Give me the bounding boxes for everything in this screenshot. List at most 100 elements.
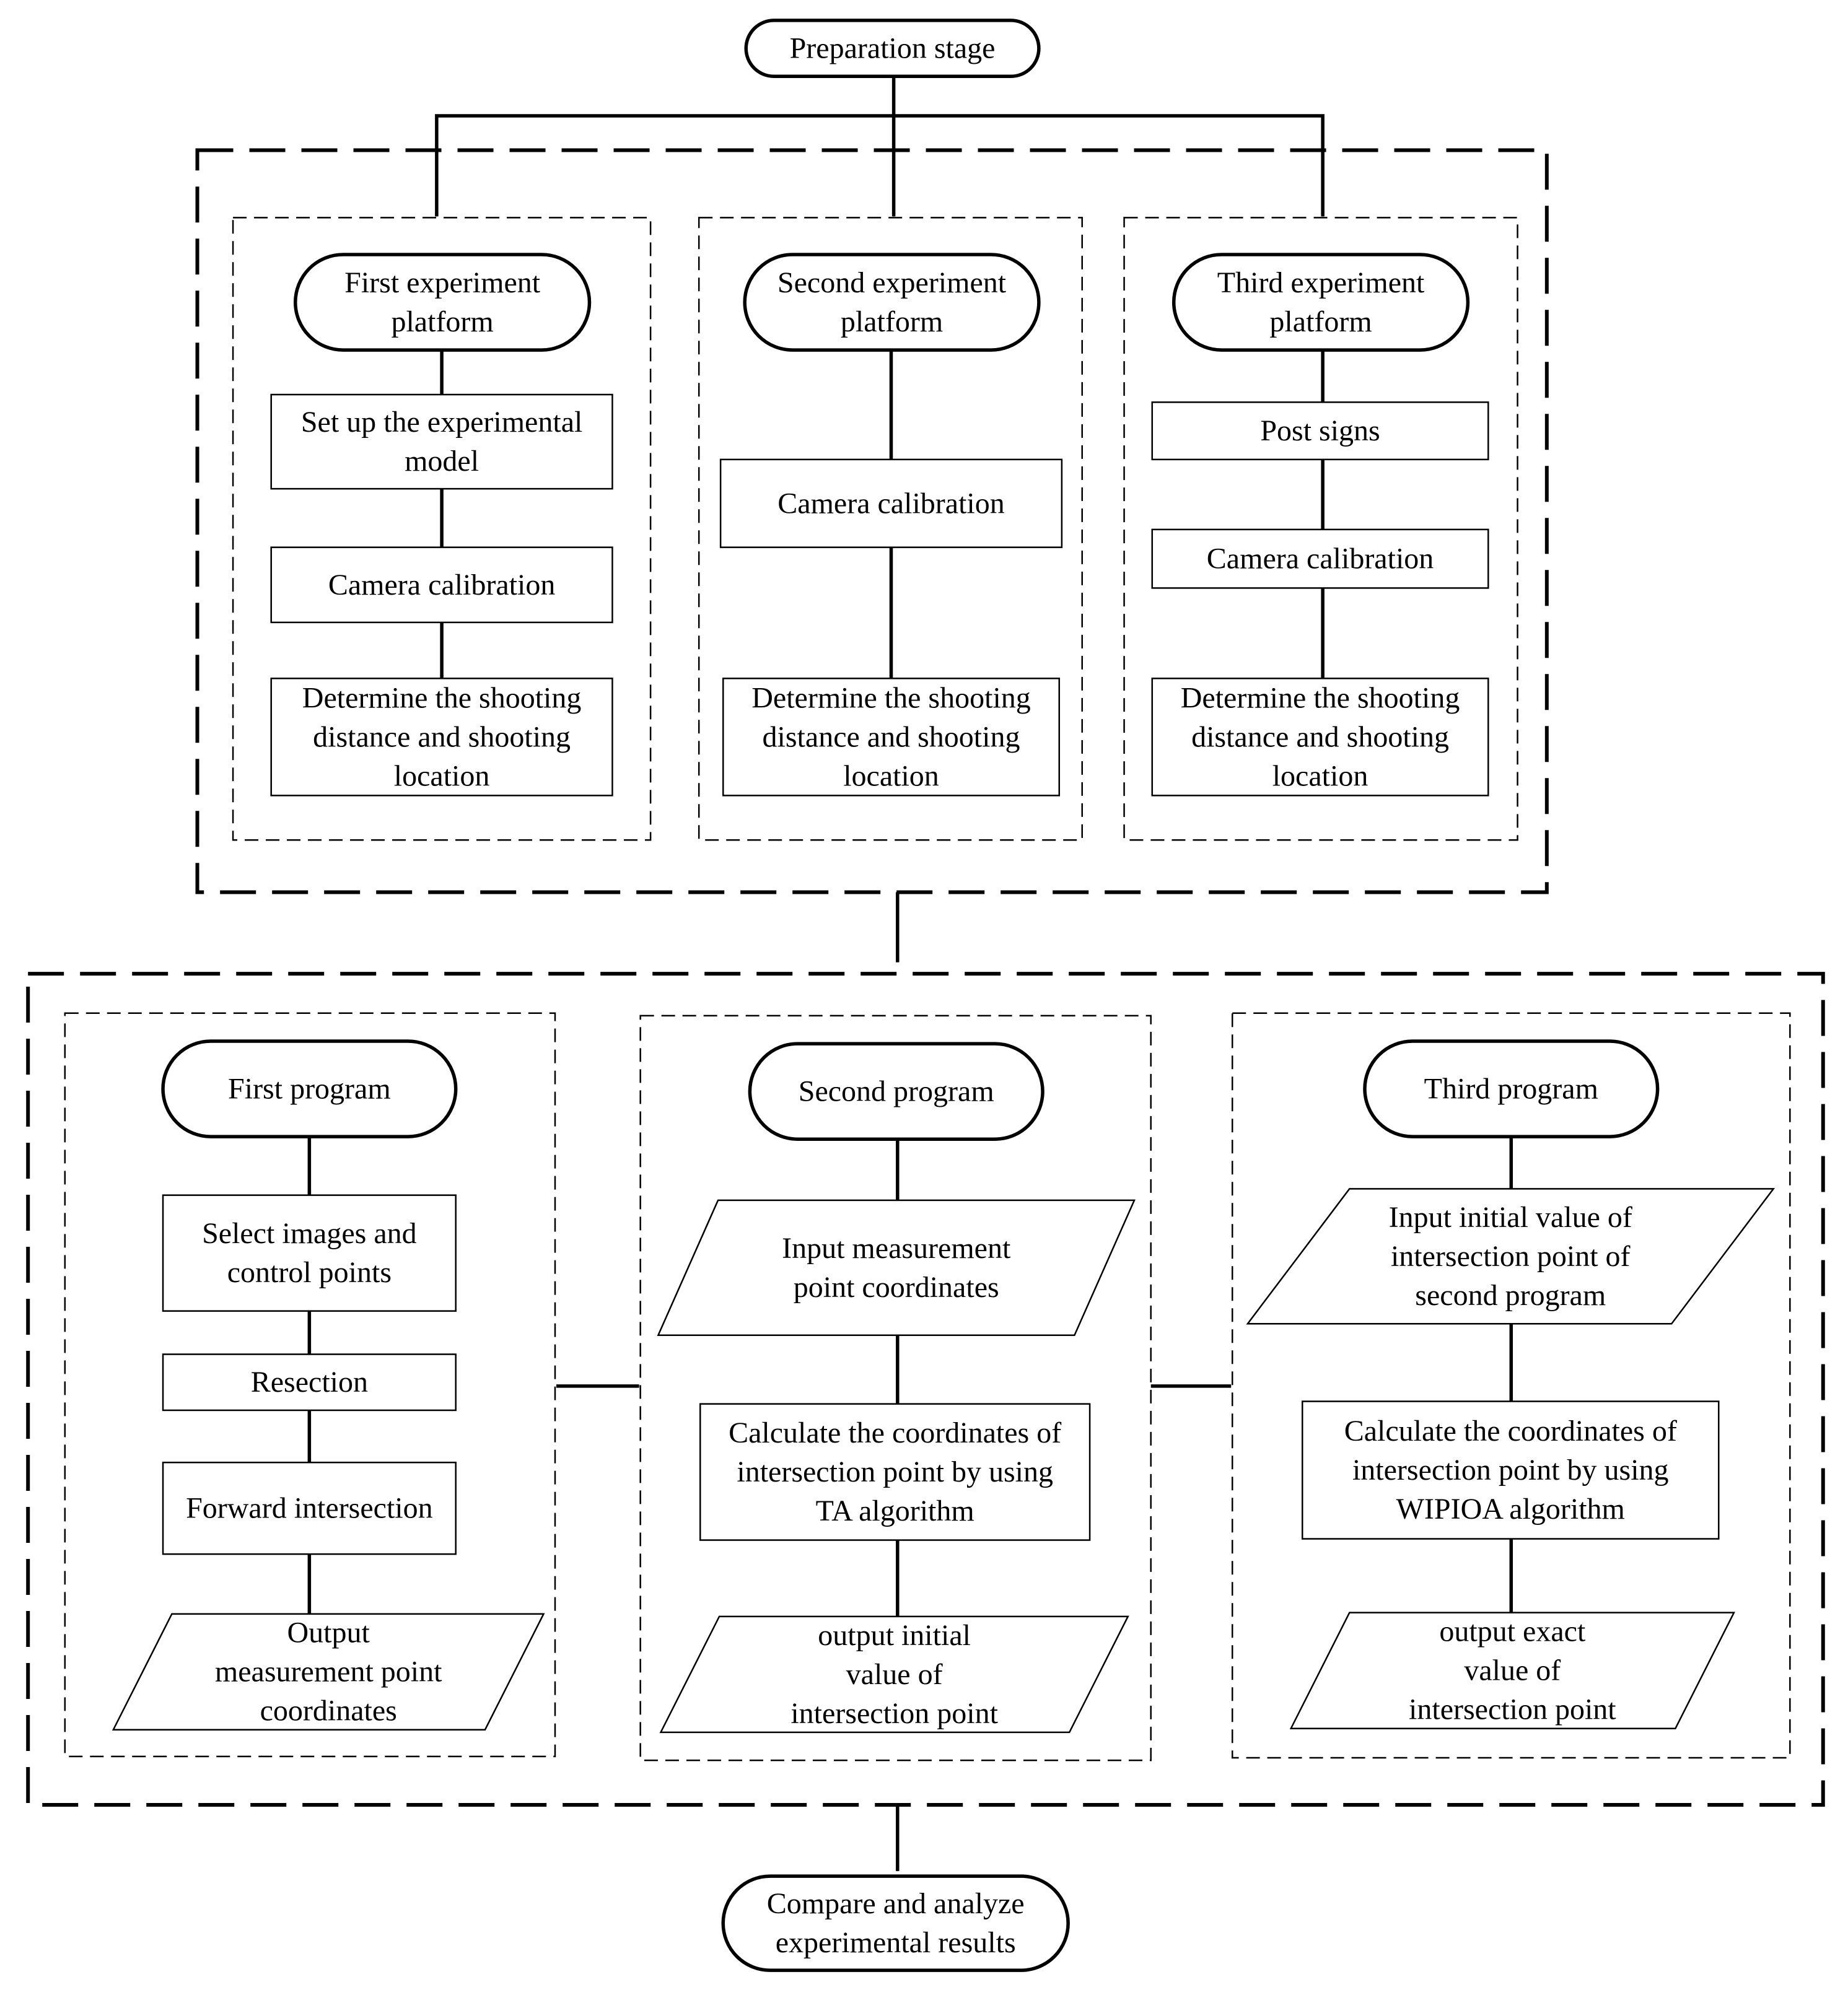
third-program-step-line: Calculate the coordinates of	[1344, 1415, 1677, 1447]
third-platform-step-line: location	[1272, 759, 1368, 792]
start-to-third-platform-arrow	[893, 114, 1325, 217]
third-program-step-line: WIPIOA algorithm	[1396, 1493, 1625, 1526]
end-node: Compare and analyze experimental results	[721, 1874, 1070, 1972]
second-platform-title-line: platform	[841, 305, 943, 338]
first-program-step-line: coordinates	[260, 1695, 397, 1727]
first-program-step-line: Select images and	[202, 1217, 417, 1250]
experiment-stage-group	[195, 148, 1549, 894]
third-platform-step-line: distance and shooting	[1191, 720, 1449, 753]
second-program-step-text: Input measurement point coordinates	[782, 1232, 1011, 1304]
third-platform-step-shape	[1151, 401, 1489, 461]
second-platform-step-line: distance and shooting	[763, 720, 1020, 753]
second-platform-step: Camera calibration	[719, 458, 1063, 548]
second-platform-step-line: Camera calibration	[777, 487, 1005, 520]
first-program-step-shape	[162, 1194, 457, 1312]
third-program-step-line: intersection point by using	[1352, 1454, 1669, 1486]
first-program-step-line: Output	[287, 1617, 370, 1649]
third-program-step-text: output exact value of intersection point	[1409, 1615, 1616, 1726]
first-program-step: Forward intersection	[162, 1461, 457, 1555]
third-program-step-line: intersection point	[1409, 1693, 1616, 1726]
second-platform-title-shape	[743, 253, 1041, 352]
third-program-step-text: Calculate the coordinates of intersection…	[1344, 1415, 1677, 1526]
second-platform-group	[698, 217, 1083, 841]
third-program-step-shape	[1246, 1188, 1776, 1325]
first-program-step-line: Resection	[251, 1366, 368, 1399]
first-program-title-line: First program	[228, 1073, 391, 1106]
start-node-shape	[744, 19, 1041, 79]
first-platform-step-line: location	[394, 759, 490, 792]
first-platform-step-text: Camera calibration	[328, 569, 556, 601]
first-program-step-text: Resection	[251, 1366, 368, 1399]
third-program-step-line: intersection point of	[1391, 1240, 1631, 1273]
first-program-step-text: Forward intersection	[186, 1492, 433, 1525]
third-program-step-line: value of	[1464, 1654, 1561, 1687]
end-node-line: Compare and analyze	[767, 1887, 1025, 1920]
first-program-title-text: First program	[228, 1073, 391, 1106]
first-program-group	[64, 1012, 556, 1758]
first-platform-step-shape	[270, 546, 613, 624]
end-node-shape	[721, 1874, 1070, 1972]
first-program-step-shape	[162, 1353, 457, 1412]
second-program-step-line: TA algorithm	[816, 1495, 974, 1527]
second-program-step-line: Input measurement	[782, 1232, 1011, 1265]
first-platform-step-line: distance and shooting	[313, 720, 571, 753]
second-program-step-line: point coordinates	[794, 1271, 999, 1304]
first-program-step-shape	[162, 1461, 457, 1555]
first-platform-step-line: Camera calibration	[328, 569, 556, 601]
third-program-step-line: second program	[1415, 1279, 1606, 1312]
second-program-step-line: intersection point by using	[737, 1456, 1053, 1488]
third-program-title-line: Third program	[1424, 1073, 1598, 1106]
first-program-step-text: Select images and control points	[202, 1217, 417, 1289]
first-program-step-line: control points	[227, 1256, 392, 1289]
third-platform-step-line: Camera calibration	[1207, 543, 1434, 575]
start-node: Preparation stage	[744, 19, 1041, 79]
third-program-step-line: output exact	[1439, 1615, 1586, 1648]
program-stage-group	[26, 972, 1825, 1807]
second-program-step: Input measurement point coordinates	[657, 1199, 1136, 1336]
second-platform-step-line: Determine the shooting	[751, 681, 1031, 714]
second-program-title-text: Second program	[799, 1075, 994, 1108]
second-platform-step-text: Determine the shooting distance and shoot…	[751, 681, 1031, 792]
third-platform-step-text: Camera calibration	[1207, 543, 1434, 575]
first-program-step: Select images and control points	[162, 1194, 457, 1312]
end-node-line: experimental results	[776, 1926, 1016, 1959]
second-program-step-line: output initial	[818, 1619, 971, 1652]
first-program-title-shape	[161, 1039, 458, 1138]
third-program-step-shape	[1302, 1400, 1720, 1540]
second-program-step: Calculate the coordinates of intersection…	[699, 1403, 1091, 1541]
first-program-step-shape	[112, 1613, 545, 1731]
second-program-title: Second program	[748, 1042, 1044, 1141]
third-program-group	[1231, 1012, 1791, 1759]
first-platform-title-shape	[294, 253, 592, 352]
second-platform-step-text: Camera calibration	[777, 487, 1005, 520]
second-program-step-line: Calculate the coordinates of	[729, 1417, 1061, 1449]
first-platform-title-line: First experiment	[344, 266, 541, 299]
first-platform-step-line: Set up the experimental	[301, 406, 583, 439]
second-platform-step-shape	[722, 678, 1061, 797]
second-program-title-line: Second program	[799, 1075, 994, 1108]
second-platform-step: Determine the shooting distance and shoot…	[722, 678, 1061, 797]
third-platform-step-line: Post signs	[1260, 414, 1380, 447]
second-program-step-shape	[657, 1199, 1136, 1336]
third-program-title-text: Third program	[1424, 1073, 1598, 1106]
second-program-step-line: value of	[846, 1658, 943, 1691]
second-program-step-shape	[659, 1615, 1129, 1734]
second-program-step-text: Calculate the coordinates of intersection…	[729, 1417, 1061, 1527]
